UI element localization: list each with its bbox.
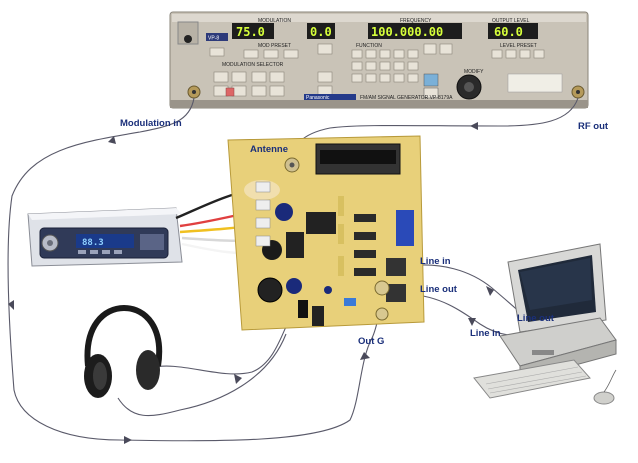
level-preset-label: LEVEL PRESET [500, 43, 537, 49]
label-modulation-in: Modulation in [120, 118, 182, 129]
label-rf-out: RF out [578, 121, 609, 132]
frequency-value: 100.000.00 [371, 25, 443, 39]
frequency-display [368, 23, 462, 39]
wire-arrows [8, 122, 494, 444]
output-level-title: OUTPUT LEVEL [492, 18, 530, 24]
modulation-title: MODULATION [258, 18, 291, 24]
car-radio: 88.3 [27, 207, 183, 267]
label-line-in-pc: Line in [470, 328, 501, 339]
label-line-in-board: Line in [420, 256, 451, 267]
modulation-display-2 [307, 23, 335, 39]
generator-subtitle: FM/AM SIGNAL GENERATOR VP-8179A [360, 95, 453, 101]
pcb-board [227, 135, 425, 331]
mod-selector-label: MODULATION SELECTOR [222, 62, 284, 68]
computer [473, 243, 617, 405]
frequency-title: FREQUENCY [400, 18, 432, 24]
signal-generator: VP-8 MODULATION 75.0 0.0 FREQUENCY 100.0… [169, 11, 589, 109]
function-label: FUNCTION [356, 43, 382, 49]
generator-buttons [209, 43, 545, 97]
label-out-g: Out G [358, 336, 384, 347]
modulation-value: 75.0 [236, 25, 265, 39]
radio-display: 88.3 [82, 238, 104, 248]
mod-preset-label: MOD PRESET [258, 43, 291, 49]
modify-label: MODIFY [464, 69, 484, 75]
output-level-display [488, 23, 538, 39]
model-badge: VP-8 [208, 36, 219, 42]
label-line-out-board: Line out [420, 284, 458, 295]
label-antenne: Antenne [250, 144, 288, 155]
output-level-value: 60.0 [494, 25, 523, 39]
modulation-display [232, 23, 274, 39]
generator-brand: Panasonic [306, 95, 330, 101]
label-line-out-pc: Line out [517, 313, 555, 324]
headphones [84, 304, 163, 398]
modulation-value-2: 0.0 [310, 25, 332, 39]
